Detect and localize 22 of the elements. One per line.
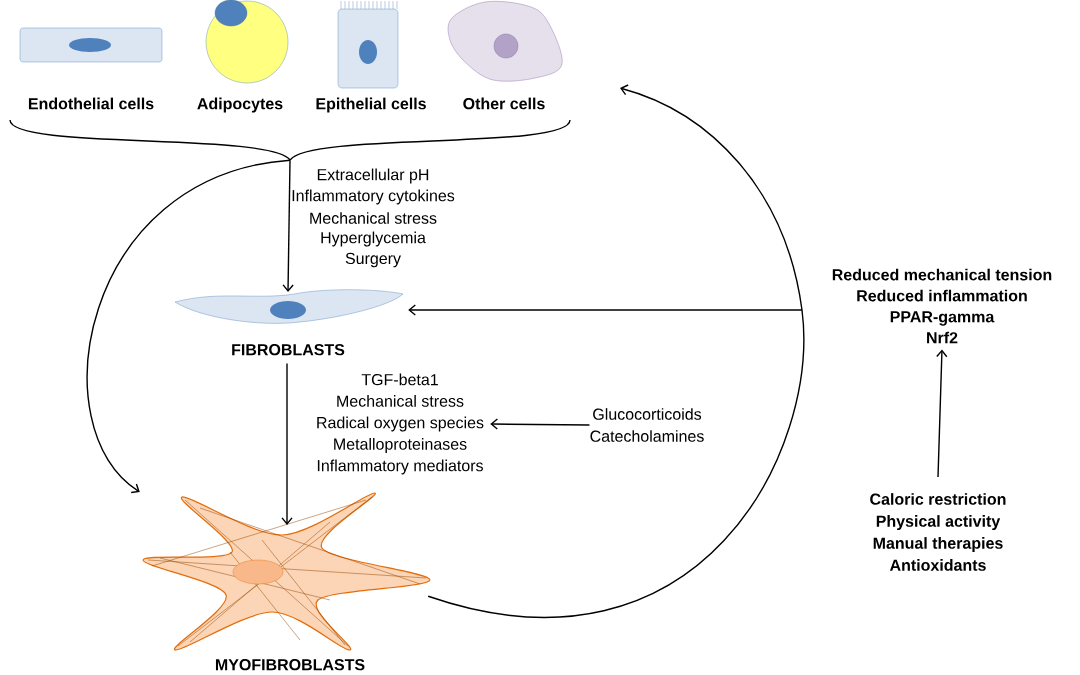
curved-arrow: [427, 84, 805, 619]
factor-text: Hyperglycemia: [321, 231, 426, 247]
factor-list: TGF-beta1 Mechanical stress Radical oxygen species Metalloproteinases Inflammatory mediators: [317, 373, 484, 475]
factor-text: Mechanical stress: [310, 212, 437, 224]
curved-arrow: [86, 159, 291, 494]
curly-brace: [9, 119, 571, 161]
cell-label: Other cells: [463, 97, 545, 110]
effect-list: Reduced mechanical tension Reduced inflammation PPAR-gamma Nrf2: [832, 268, 1052, 344]
arrow: [282, 159, 294, 292]
cell-label: Adipocytes: [197, 97, 283, 113]
cell-label: Epithelial cells: [316, 97, 426, 113]
arrow: [936, 349, 948, 478]
factor-text: Inflammatory cytokines: [292, 189, 455, 205]
intervention-list: Caloric restriction Physical activity Manual therapies Antioxidants: [870, 493, 1006, 571]
arrow: [408, 304, 803, 316]
cell-label: Endothelial cells: [28, 97, 154, 110]
inhibitor-list: Glucocorticoids Catecholamines: [590, 408, 704, 442]
factor-text: Surgery: [345, 252, 401, 268]
myofibroblast-label: MYOFIBROBLASTS: [215, 659, 365, 671]
fibroblast-label: FIBROBLASTS: [232, 344, 345, 356]
arrow: [281, 362, 293, 525]
arrow: [490, 418, 591, 430]
